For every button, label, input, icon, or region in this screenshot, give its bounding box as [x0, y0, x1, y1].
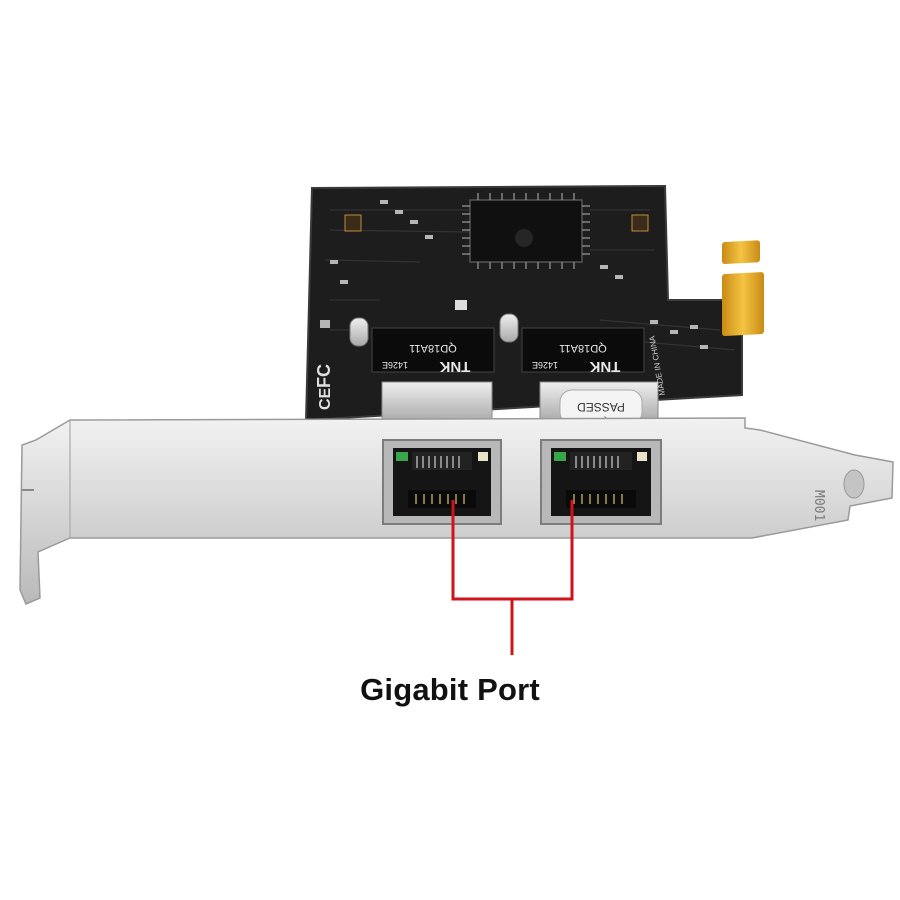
svg-text:TNK: TNK	[589, 358, 620, 375]
rj45-port-left	[382, 439, 502, 525]
svg-text:1426E: 1426E	[532, 360, 558, 370]
certification-marks: FC CE	[314, 364, 334, 410]
smd-components	[320, 200, 708, 349]
rj45-port-right	[540, 439, 662, 525]
qc-sticker: PASSED Q.C.	[559, 389, 643, 425]
svg-text:QD18A11: QD18A11	[409, 342, 457, 354]
controller-chip	[462, 193, 590, 269]
transformer-right: QD18A11 1426E TNK	[521, 327, 645, 375]
transformer-left: QD18A11 1426E TNK	[371, 327, 495, 375]
svg-text:QD18A11: QD18A11	[559, 342, 607, 354]
callout-lines	[451, 500, 574, 655]
svg-text:FC: FC	[314, 364, 334, 388]
svg-text:PASSED: PASSED	[577, 400, 625, 414]
capacitors	[349, 313, 519, 347]
svg-text:TNK: TNK	[439, 358, 470, 375]
svg-text:M001: M001	[811, 490, 826, 521]
caption-gigabit-port: Gigabit Port	[360, 672, 540, 707]
svg-text:CE: CE	[317, 387, 334, 410]
svg-text:1426E: 1426E	[382, 360, 408, 370]
pcie-gold-contacts	[722, 240, 764, 337]
